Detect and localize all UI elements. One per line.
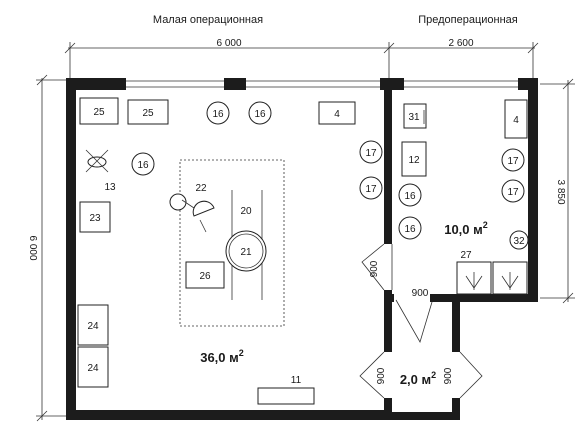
equipment-11 — [257, 387, 315, 405]
top-dimension-main: 6 000 — [216, 38, 241, 49]
equipment-16-a — [206, 101, 230, 125]
door-lobby-left-dimension: 900 — [376, 367, 387, 384]
equipment-25-left — [79, 97, 119, 125]
equipment-24-lower — [77, 346, 109, 388]
equipment-22-lamp — [169, 193, 215, 233]
equipment-26-label: 26 — [199, 271, 211, 282]
lobby-area: 2,0 м2 — [400, 370, 436, 387]
equipment-23-label: 23 — [89, 213, 101, 224]
equipment-16-c — [131, 152, 155, 176]
equipment-27-label: 27 — [460, 250, 472, 261]
left-dimension-line — [36, 74, 68, 422]
equipment-16-a-label: 16 — [212, 109, 224, 120]
equipment-16-e — [398, 216, 422, 240]
top-dimension-line — [64, 42, 539, 78]
equipment-16-d — [398, 183, 422, 207]
small-operating-room-title: Малая операционная — [153, 14, 263, 26]
equipment-20-label: 20 — [240, 206, 252, 217]
door-preop-bottom-dimension: 900 — [412, 288, 429, 299]
equipment-17-b — [359, 176, 383, 200]
equipment-12 — [401, 141, 427, 177]
equipment-25-right — [127, 99, 169, 125]
equipment-23 — [79, 201, 111, 233]
left-dimension: 6 000 — [27, 235, 38, 260]
equipment-17-c-label: 17 — [507, 156, 519, 167]
operating-zone — [179, 159, 285, 327]
equipment-32 — [509, 230, 529, 250]
preoperative-room-title: Предоперационная — [418, 14, 518, 26]
right-dimension-line — [540, 78, 575, 304]
equipment-12-label: 12 — [408, 155, 420, 166]
door-preop-bottom — [395, 299, 433, 344]
equipment-13-lamp — [85, 149, 109, 173]
equipment-17-c — [501, 148, 525, 172]
door-lobby-right-dimension: 900 — [443, 367, 454, 384]
main-room-area: 36,0 м2 — [200, 348, 244, 365]
equipment-17-b-label: 17 — [365, 184, 377, 195]
equipment-4-preop-label: 4 — [513, 115, 519, 126]
equipment-17-a — [359, 140, 383, 164]
equipment-31 — [403, 103, 427, 129]
walls — [66, 78, 538, 420]
equipment-11-label: 11 — [291, 375, 302, 386]
door-main-preop-dimension: 900 — [369, 260, 380, 277]
door-lobby-left — [359, 351, 385, 399]
equipment-26 — [185, 261, 225, 289]
equipment-17-a-label: 17 — [365, 148, 377, 159]
equipment-16-c-label: 16 — [137, 160, 149, 171]
equipment-32-label: 32 — [513, 236, 525, 247]
equipment-16-b-label: 16 — [254, 109, 266, 120]
equipment-25-left-label: 25 — [93, 107, 105, 118]
equipment-4-main-label: 4 — [334, 109, 340, 120]
preop-room-area: 10,0 м2 — [444, 220, 488, 237]
equipment-25-right-label: 25 — [142, 108, 154, 119]
equipment-16-b — [248, 101, 272, 125]
equipment-16-d-label: 16 — [404, 191, 416, 202]
equipment-16-e-label: 16 — [404, 224, 416, 235]
equipment-31-label: 31 — [408, 112, 420, 123]
equipment-4-preop — [504, 99, 528, 139]
equipment-13-label: 13 — [104, 182, 116, 193]
door-lobby-right — [459, 351, 483, 399]
equipment-24-upper-label: 24 — [87, 321, 99, 332]
equipment-24-upper — [77, 304, 109, 346]
top-dimension-preop: 2 600 — [448, 38, 473, 49]
equipment-21-label: 21 — [240, 247, 252, 258]
door-main-preop — [361, 243, 393, 291]
equipment-17-d — [501, 179, 525, 203]
equipment-22-label: 22 — [195, 183, 207, 194]
equipment-4-main — [318, 101, 356, 125]
windows — [126, 80, 518, 88]
equipment-27-sinks — [456, 261, 528, 295]
equipment-24-lower-label: 24 — [87, 363, 99, 374]
right-dimension: 3 850 — [555, 179, 566, 204]
equipment-21 — [225, 230, 267, 272]
equipment-17-d-label: 17 — [507, 187, 519, 198]
